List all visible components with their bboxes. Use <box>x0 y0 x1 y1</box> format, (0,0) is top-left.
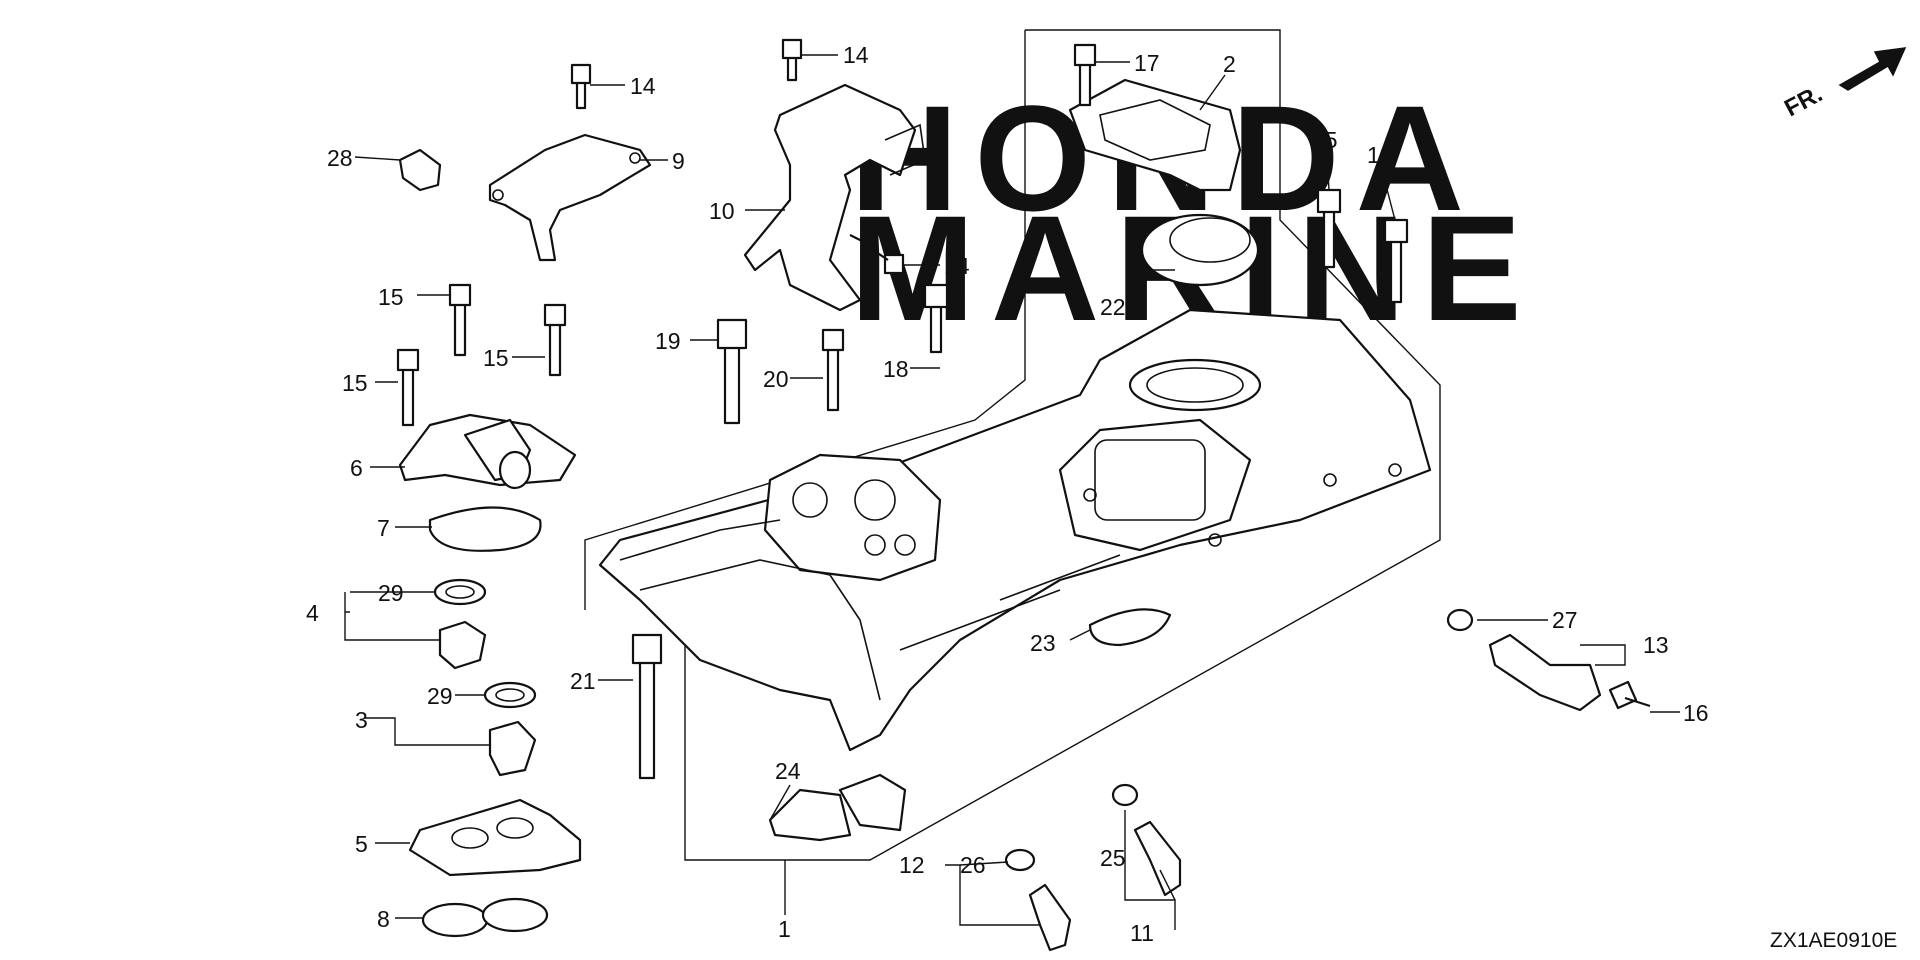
callout-15-a: 15 <box>378 284 404 310</box>
part-3-thermostat <box>488 720 537 777</box>
callout-8: 8 <box>377 906 390 932</box>
callout-18-a: 18 <box>1367 142 1393 168</box>
callout-16: 16 <box>1683 700 1709 726</box>
callout-19: 19 <box>655 328 681 354</box>
callout-21: 21 <box>570 668 596 694</box>
part-13-sensor <box>1488 633 1602 712</box>
callout-3: 3 <box>355 707 368 733</box>
callout-labels: 1 2 3 4 5 6 7 8 9 10 11 12 13 14 14 14 1… <box>306 42 1709 946</box>
callout-15-c: 15 <box>342 370 368 396</box>
callout-11: 11 <box>1130 920 1154 946</box>
callout-1: 1 <box>778 916 791 942</box>
callout-13: 13 <box>1643 632 1669 658</box>
callout-14-a: 14 <box>843 42 869 68</box>
callout-5: 5 <box>355 831 368 857</box>
part-12-sensor <box>1028 883 1072 952</box>
callout-17: 17 <box>1134 50 1160 76</box>
callout-10: 10 <box>709 198 735 224</box>
part-9-bracket <box>488 133 652 262</box>
part-2-cover <box>1068 78 1242 192</box>
callout-14-c: 14 <box>944 253 970 279</box>
part-5-cover <box>408 798 582 877</box>
callout-15-b: 15 <box>483 345 509 371</box>
part-27-o-ring <box>1446 608 1474 632</box>
part-24-gaskets <box>768 773 907 842</box>
callout-22: 22 <box>1100 294 1126 320</box>
part-6-housing <box>398 413 577 490</box>
callout-12: 12 <box>899 852 925 878</box>
part-29-washer-a <box>433 578 487 606</box>
callout-6: 6 <box>350 455 363 481</box>
part-10-bracket <box>743 83 926 312</box>
part-25-washer <box>1111 783 1139 807</box>
leader-lines <box>344 54 1680 930</box>
callout-7: 7 <box>377 515 390 541</box>
callout-2: 2 <box>1223 51 1236 77</box>
callout-14-b: 14 <box>630 73 656 99</box>
part-28-clip <box>398 148 442 192</box>
callout-20: 20 <box>763 366 789 392</box>
callout-9: 9 <box>672 148 685 174</box>
callout-24: 24 <box>775 758 801 784</box>
callout-28: 28 <box>327 145 353 171</box>
part-8-o-rings <box>421 897 549 938</box>
front-arrow-icon <box>1838 47 1907 91</box>
callout-4: 4 <box>306 600 319 626</box>
callout-29-a: 29 <box>378 580 404 606</box>
callout-27: 27 <box>1552 607 1578 633</box>
callout-18-b: 18 <box>883 356 909 382</box>
callout-23: 23 <box>1030 630 1056 656</box>
part-29-washer-b <box>483 681 537 709</box>
lower-case-housing <box>598 308 1432 752</box>
part-7-gasket <box>428 506 542 552</box>
part-23-gasket <box>1088 608 1172 647</box>
callout-15-d: 15 <box>1312 127 1338 153</box>
callout-26: 26 <box>960 852 986 878</box>
bolts <box>396 38 1651 780</box>
front-direction-mark: FR. <box>1780 47 1907 122</box>
part-4-thermostat <box>438 620 487 670</box>
assembly-outlines <box>584 29 1441 861</box>
front-mark-text: FR. <box>1780 80 1827 122</box>
callout-25: 25 <box>1100 845 1126 871</box>
part-11-sensor <box>1133 820 1182 897</box>
part-22-oil-seal <box>1140 213 1260 287</box>
drawing-code: ZX1AE0910E <box>1770 929 1897 952</box>
callout-29-b: 29 <box>427 683 453 709</box>
part-26-washer <box>1004 848 1036 872</box>
